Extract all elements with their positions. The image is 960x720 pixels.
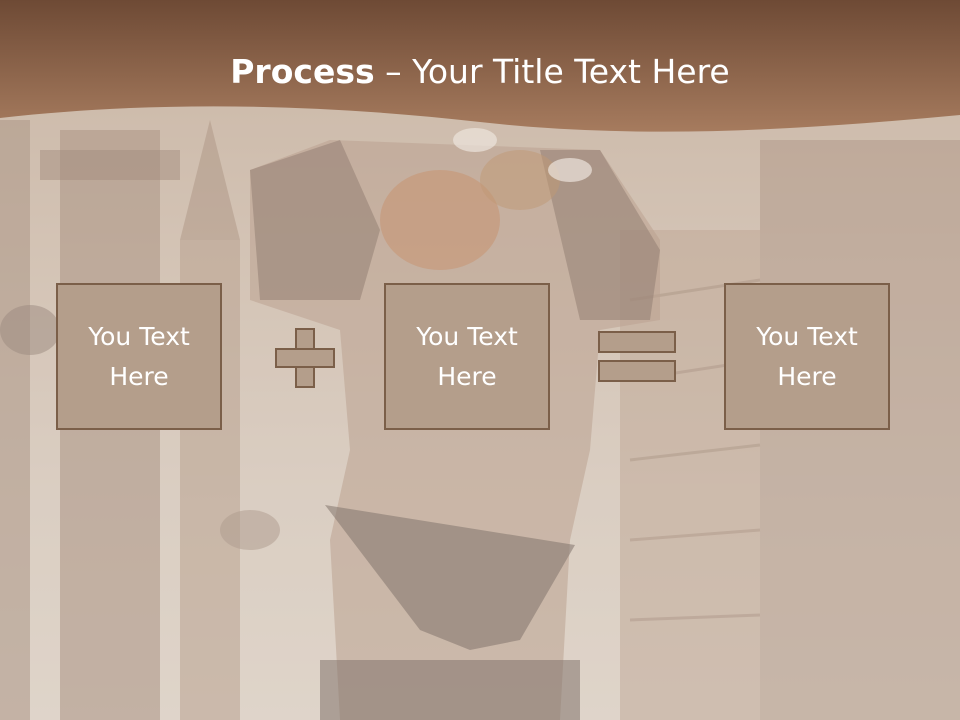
process-box-2-label: You Text Here [416, 321, 518, 391]
process-box-3[interactable]: You Text Here [724, 283, 890, 430]
title-banner [0, 0, 960, 132]
process-box-1[interactable]: You Text Here [56, 283, 222, 430]
title-text: Your Title Text Here [412, 52, 730, 91]
process-box-3-label: You Text Here [756, 321, 858, 391]
process-box-2[interactable]: You Text Here [384, 283, 550, 430]
slide-title: Process – Your Title Text Here [0, 52, 960, 91]
process-box-1-label: You Text Here [88, 321, 190, 391]
title-bold: Process [230, 52, 375, 91]
title-separator: – [374, 52, 413, 91]
